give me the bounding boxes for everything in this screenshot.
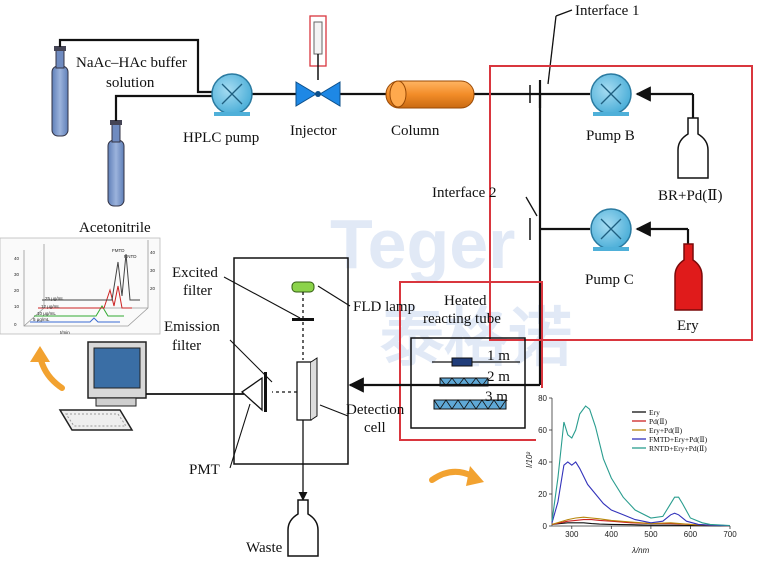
buffer-label-2: solution [106, 75, 155, 91]
injector [295, 15, 341, 107]
spectrum-xtick-label: 600 [684, 530, 698, 539]
spectrum-xtick-label: 400 [605, 530, 619, 539]
spectrum-legend-label-2: Pd(Ⅱ) [649, 417, 668, 426]
br-pd-bottle [677, 117, 709, 179]
fld-detector [233, 257, 349, 501]
spectrum-ylabel: I/10² [525, 452, 534, 468]
heated-tube-label-2: reacting tube [423, 311, 501, 327]
watermark-text-en: Teger [330, 205, 515, 283]
spectrum-xtick-label: 500 [644, 530, 658, 539]
spectrum-ytick-label: 80 [538, 394, 547, 403]
labels: NaAc–HAc buffer solution HPLC pump Injec… [76, 3, 723, 556]
watermark: Teger 泰格诺 [330, 205, 572, 374]
inset-xlabel: t/min [60, 330, 70, 335]
interface-1 [529, 9, 590, 385]
inset-ytick-3: 30 [14, 272, 20, 277]
emission-filter-label-1: Emission [164, 319, 220, 335]
inset-series-label-4: 5 μg/mL [33, 317, 50, 322]
inset-ztick-1: 30 [150, 268, 156, 273]
excited-filter-label-1: Excited [172, 265, 218, 281]
spectrum-ytick-label: 60 [538, 426, 547, 435]
orange-arrow-right [429, 468, 475, 483]
ery-label: Ery [677, 318, 699, 334]
hplc-pump [211, 73, 253, 116]
br-pd-label: BR+Pd(Ⅱ) [658, 188, 723, 204]
spectrum-ytick-label: 40 [538, 458, 547, 467]
spectrum-series-line-4 [551, 461, 731, 527]
inset-peak-label-2: RNTD [124, 254, 137, 259]
length-2m-label: 2 m [487, 369, 510, 385]
column-label: Column [391, 123, 440, 139]
spectrum-legend-label-5: RNTD+Ery+Pd(Ⅱ) [649, 444, 707, 453]
acetonitrile-bottle [107, 120, 125, 207]
inset-ytick-4: 40 [14, 256, 20, 261]
pmt-label: PMT [189, 462, 220, 478]
spectrum-xlabel: λ/nm [631, 546, 650, 555]
fld-lamp-label: FLD lamp [353, 299, 415, 315]
length-3m-label: 3 m [485, 389, 508, 405]
pump-b [590, 73, 632, 116]
inset-peak-label-1: FMTD [112, 248, 125, 253]
computer-icon [58, 341, 244, 431]
chromatogram-inset: 25 μg/mL 12 μg/mL 10 μg/mL 5 μg/mL FMTD … [0, 237, 161, 335]
pump-b-label: Pump B [586, 128, 635, 144]
reagent-highlight-box [489, 65, 753, 341]
excited-filter-label-2: filter [183, 283, 212, 299]
ery-bottle [674, 243, 703, 311]
interface-1-label: Interface 1 [575, 3, 640, 19]
waste-label: Waste [246, 540, 283, 556]
acetonitrile-label: Acetonitrile [79, 220, 151, 236]
pump-c-label: Pump C [585, 272, 634, 288]
waste-bottle [287, 499, 319, 557]
spectrum-chart: 300 400 500 600 700 0 20 40 60 80 EryPd(Ⅱ)Ery+Pd(… [525, 388, 758, 556]
interface-2-label: Interface 2 [432, 185, 497, 201]
spectrum-legend-label-1: Ery [649, 408, 660, 417]
spectrum-series-line-5 [551, 405, 731, 527]
spectrum-bg [536, 388, 758, 556]
spectrum-legend-label-3: Ery+Pd(Ⅱ) [649, 426, 683, 435]
spectrum-series-line-3 [551, 516, 731, 527]
spectrum-ytick-label: 20 [538, 490, 547, 499]
detection-cell-label-1: Detection [346, 402, 405, 418]
spectrum-xtick-label: 300 [565, 530, 579, 539]
spectrum-legend-label-4: FMTD+Ery+Pd(Ⅱ) [649, 435, 708, 444]
inset-ytick-1: 10 [14, 304, 20, 309]
heated-tube-highlight-box [399, 281, 543, 441]
hplc-pump-label: HPLC pump [183, 130, 259, 146]
inset-ytick-0: 0 [14, 322, 17, 327]
length-1m-label: 1 m [487, 348, 510, 364]
inset-ztick-0: 20 [150, 286, 156, 291]
tubing [58, 38, 540, 121]
buffer-label-1: NaAc–HAc buffer [76, 55, 187, 71]
inset-series-label-1: 25 μg/mL [45, 296, 64, 301]
spectrum-xtick-label: 700 [723, 530, 737, 539]
heated-tube-label-1: Heated [444, 293, 487, 309]
pointer-lines [223, 276, 351, 469]
inset-series-label-3: 10 μg/mL [37, 311, 56, 316]
heated-tube-box [410, 337, 526, 429]
pump-c [590, 208, 632, 251]
spectrum-series-line-1 [551, 522, 731, 527]
detection-cell-label-2: cell [364, 420, 386, 436]
spectrum-ytick-label: 0 [543, 522, 548, 531]
inset-series-label-2: 12 μg/mL [41, 304, 60, 309]
inset-ztick-2: 40 [150, 250, 156, 255]
column [385, 80, 475, 109]
inset-ytick-2: 20 [14, 288, 20, 293]
interface-2 [525, 196, 590, 240]
emission-filter-label-2: filter [172, 338, 201, 354]
injector-label: Injector [290, 123, 337, 139]
buffer-bottle [51, 46, 69, 137]
